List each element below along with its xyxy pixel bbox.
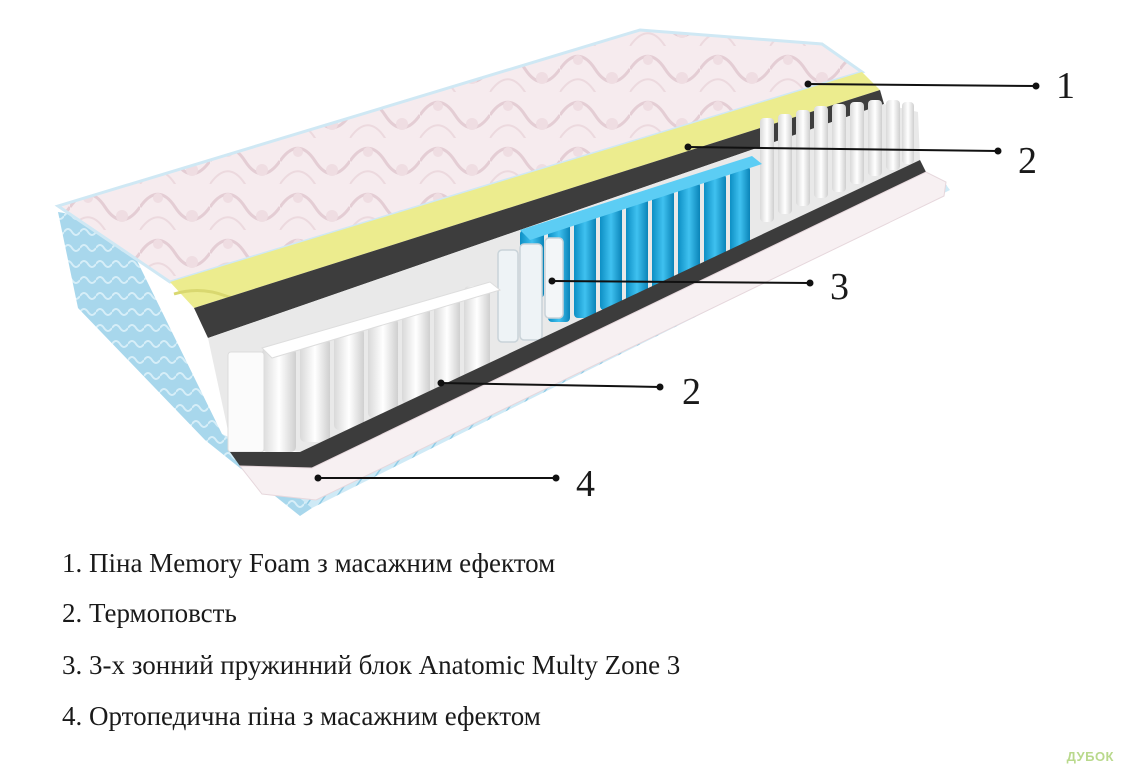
legend-item-4: 4. Ортопедична піна з масажним ефектом [62,701,541,731]
legend-item-2: 2. Термоповсть [62,598,237,628]
callout-number-3: 3 [830,266,849,308]
legend-item-3: 3. 3-х зонний пружинний блок Anatomic Mu… [62,650,681,680]
callout-leader-3 [548,277,814,287]
base-foam-layer [238,171,947,501]
spring-zone-white-front [227,281,502,453]
cover-side-left [58,212,312,516]
felt-layer-bottom [230,160,926,468]
callout-number-1: 1 [1056,65,1075,107]
callout-number-2-bottom: 2 [682,371,701,413]
callout-number-4: 4 [576,463,595,505]
memory-foam-layer [170,72,880,308]
callout-leader-4 [314,474,560,482]
callout-leader-2-top [684,143,1002,155]
mattress-top-cover [54,28,866,284]
spring-zone-transparent [497,237,564,343]
felt-layer-top [194,90,884,338]
callout-leader-2-bottom [437,379,664,391]
callout-number-2-top: 2 [1018,140,1037,182]
callout-leader-1 [804,80,1040,90]
spring-row-back [760,100,914,222]
legend-item-1: 1. Піна Memory Foam з масажним ефектом [62,548,556,578]
watermark-logo: ДУБОК [1066,749,1114,764]
